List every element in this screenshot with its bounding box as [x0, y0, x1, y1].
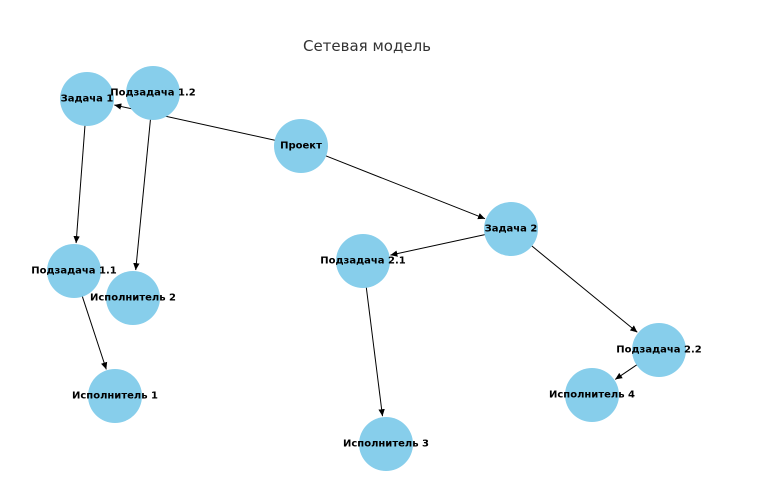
node-label-task1: Задача 1: [61, 94, 114, 105]
node-exec1: [88, 369, 142, 423]
node-label-task2: Задача 2: [485, 224, 538, 235]
node-label-project: Проект: [280, 141, 322, 152]
nodes-layer: [47, 66, 686, 471]
edge-task1-to-sub11: [73, 123, 86, 244]
node-label-exec4: Исполнитель 4: [549, 390, 635, 401]
edge-sub22-to-exec4: [614, 363, 639, 380]
edge-sub21-to-exec3: [365, 285, 385, 417]
node-sub21: [336, 234, 390, 288]
node-task2: [484, 202, 538, 256]
node-label-sub12: Подзадача 1.2: [110, 88, 196, 99]
edge-task2-to-sub22: [530, 244, 638, 333]
node-sub22: [632, 323, 686, 377]
node-label-exec1: Исполнитель 1: [72, 391, 158, 402]
node-exec3: [359, 417, 413, 471]
node-project: [274, 119, 328, 173]
node-label-sub22: Подзадача 2.2: [616, 345, 702, 356]
node-label-sub11: Подзадача 1.1: [31, 266, 117, 277]
edge-sub11-to-exec1: [81, 294, 108, 370]
node-task1: [60, 72, 114, 126]
edge-project-to-task2: [324, 154, 486, 220]
node-sub11: [47, 244, 101, 298]
node-label-exec2: Исполнитель 2: [90, 293, 176, 304]
node-label-sub21: Подзадача 2.1: [320, 256, 406, 267]
diagram-title: Сетевая модель: [303, 37, 431, 55]
node-exec4: [565, 368, 619, 422]
node-exec2: [106, 271, 160, 325]
edge-sub12-to-exec2: [133, 117, 152, 271]
node-sub12: [126, 66, 180, 120]
node-label-exec3: Исполнитель 3: [343, 439, 429, 450]
edge-task2-to-sub21: [390, 233, 487, 257]
